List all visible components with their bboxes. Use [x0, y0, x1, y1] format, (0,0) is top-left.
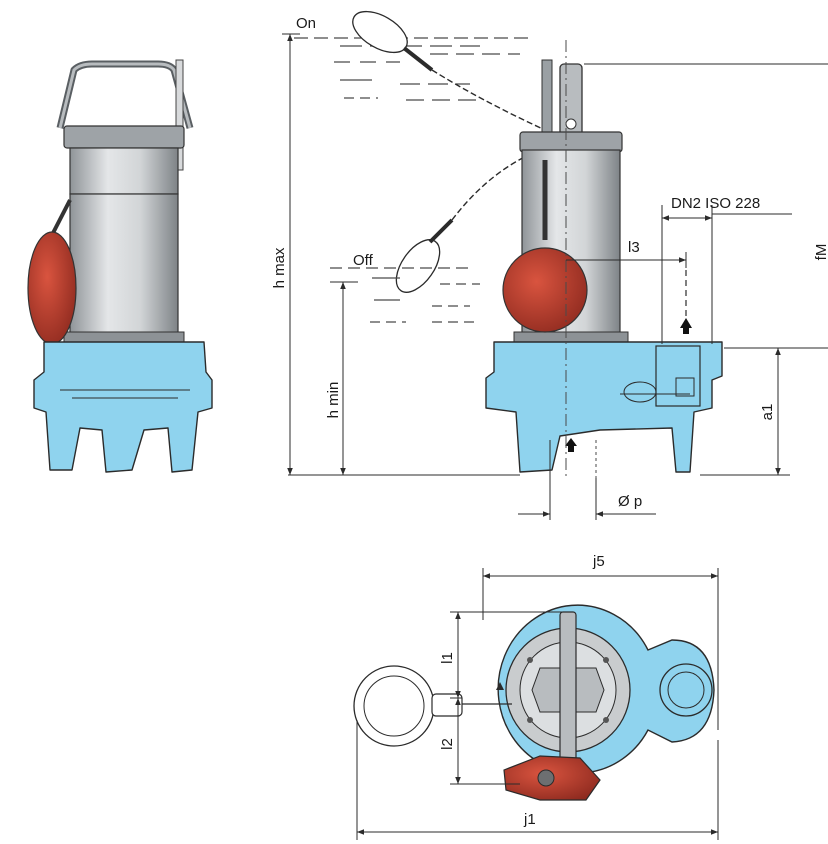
top-float-outline [353, 665, 435, 747]
label-off: Off [353, 252, 374, 269]
pump-front-view [294, 10, 723, 480]
pump-top-view [353, 604, 715, 801]
motor-body [69, 193, 179, 335]
power-cable [175, 59, 184, 171]
motor-head [63, 125, 185, 149]
label-a1: a1 [759, 404, 776, 421]
dimension-lines [282, 33, 828, 520]
pump-handle [56, 60, 194, 129]
float-switch [27, 231, 77, 345]
float-cable [50, 199, 72, 236]
front-float-switch [502, 247, 588, 333]
label-h-min: h min [325, 382, 342, 419]
label-op: Ø p [618, 493, 642, 510]
top-dimension-lines [356, 568, 719, 840]
label-fm: fM [813, 244, 828, 261]
label-h-max: h max [271, 247, 288, 288]
label-l1: l1 [439, 652, 456, 664]
label-on: On [296, 15, 316, 32]
label-j5: j5 [592, 553, 605, 570]
water-lines-on [294, 37, 530, 101]
float-on-position [352, 10, 546, 131]
label-j1: j1 [523, 811, 536, 828]
label-dn2: DN2 ISO 228 [671, 195, 760, 212]
label-l2: l2 [439, 738, 456, 750]
water-lines-off [330, 267, 480, 323]
label-l3: l3 [628, 239, 640, 256]
pump-side-view [27, 59, 213, 473]
pump-volute [33, 341, 213, 473]
